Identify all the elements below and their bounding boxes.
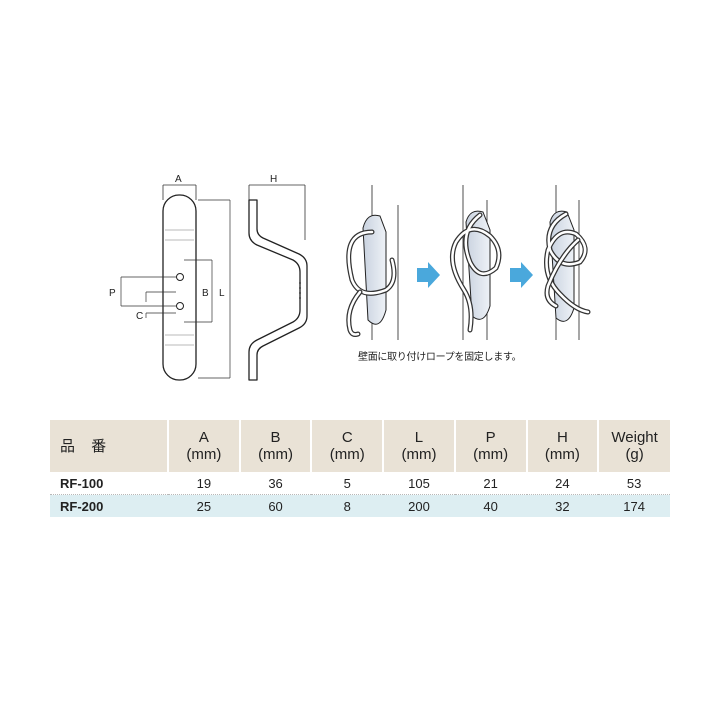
header-unit: (g) (625, 446, 644, 463)
header-part-number: 品 番 (50, 420, 169, 472)
rope-step-1-illustration (346, 185, 399, 340)
header-unit: (mm) (401, 446, 437, 463)
arrow-right-icon (417, 262, 440, 288)
table-cell: 36 (239, 472, 312, 495)
table-cell: 40 (454, 494, 527, 517)
header-label: Weight (611, 429, 658, 446)
header-label: P (485, 429, 496, 446)
table-cell: 24 (526, 472, 599, 495)
front-view-drawing: A B L P C (109, 174, 231, 381)
dim-label-p: P (109, 288, 116, 299)
cell-part-number: RF-100 (50, 472, 168, 495)
table-row: RF-100 19 36 5 105 21 24 53 (50, 472, 670, 495)
header-c: C(mm) (311, 420, 385, 472)
header-h: H(mm) (526, 420, 600, 472)
header-label: L (414, 429, 424, 446)
table-cell: 53 (598, 472, 670, 495)
spec-table: 品 番 A(mm) B(mm) C(mm) L(mm) P(mm) H(mm) … (50, 420, 670, 517)
rope-step-2-illustration (449, 185, 502, 340)
header-label: 品 番 (60, 437, 113, 455)
dim-label-l: L (219, 288, 225, 299)
dim-label-b: B (202, 288, 209, 299)
dim-label-c: C (136, 311, 143, 322)
header-unit: (mm) (329, 446, 365, 463)
arrow-right-icon-2 (510, 262, 533, 288)
table-row: RF-200 25 60 8 200 40 32 174 (50, 494, 670, 517)
table-cell: 174 (598, 494, 670, 517)
table-cell: 25 (168, 494, 240, 517)
side-view-drawing: H (248, 174, 308, 381)
header-label: H (556, 429, 568, 446)
dim-label-a: A (175, 174, 182, 185)
dim-label-h: H (270, 174, 277, 185)
header-label: C (341, 429, 353, 446)
header-unit: (mm) (544, 446, 580, 463)
product-drawings: A B L P C H (109, 174, 591, 381)
header-unit: (mm) (473, 446, 509, 463)
cell-part-number: RF-200 (50, 494, 168, 517)
header-a: A(mm) (168, 420, 241, 472)
header-unit: (mm) (186, 446, 222, 463)
table-cell: 19 (168, 472, 240, 495)
header-l: L(mm) (383, 420, 456, 472)
table-header-row: 品 番 A(mm) B(mm) C(mm) L(mm) P(mm) H(mm) … (50, 420, 670, 472)
header-label: B (270, 429, 281, 446)
header-unit: (mm) (258, 446, 294, 463)
table-cell: 32 (526, 494, 599, 517)
header-p: P(mm) (454, 420, 528, 472)
header-label: A (198, 429, 209, 446)
table-cell: 60 (239, 494, 312, 517)
header-weight: Weight(g) (598, 420, 670, 472)
table-cell: 8 (311, 494, 384, 517)
table-cell: 105 (383, 472, 455, 495)
header-b: B(mm) (239, 420, 313, 472)
rope-step-3-illustration (544, 185, 591, 340)
table-cell: 200 (383, 494, 455, 517)
table-cell: 5 (311, 472, 384, 495)
illustration-caption: 壁面に取り付けロープを固定します。 (358, 352, 522, 363)
table-cell: 21 (454, 472, 527, 495)
